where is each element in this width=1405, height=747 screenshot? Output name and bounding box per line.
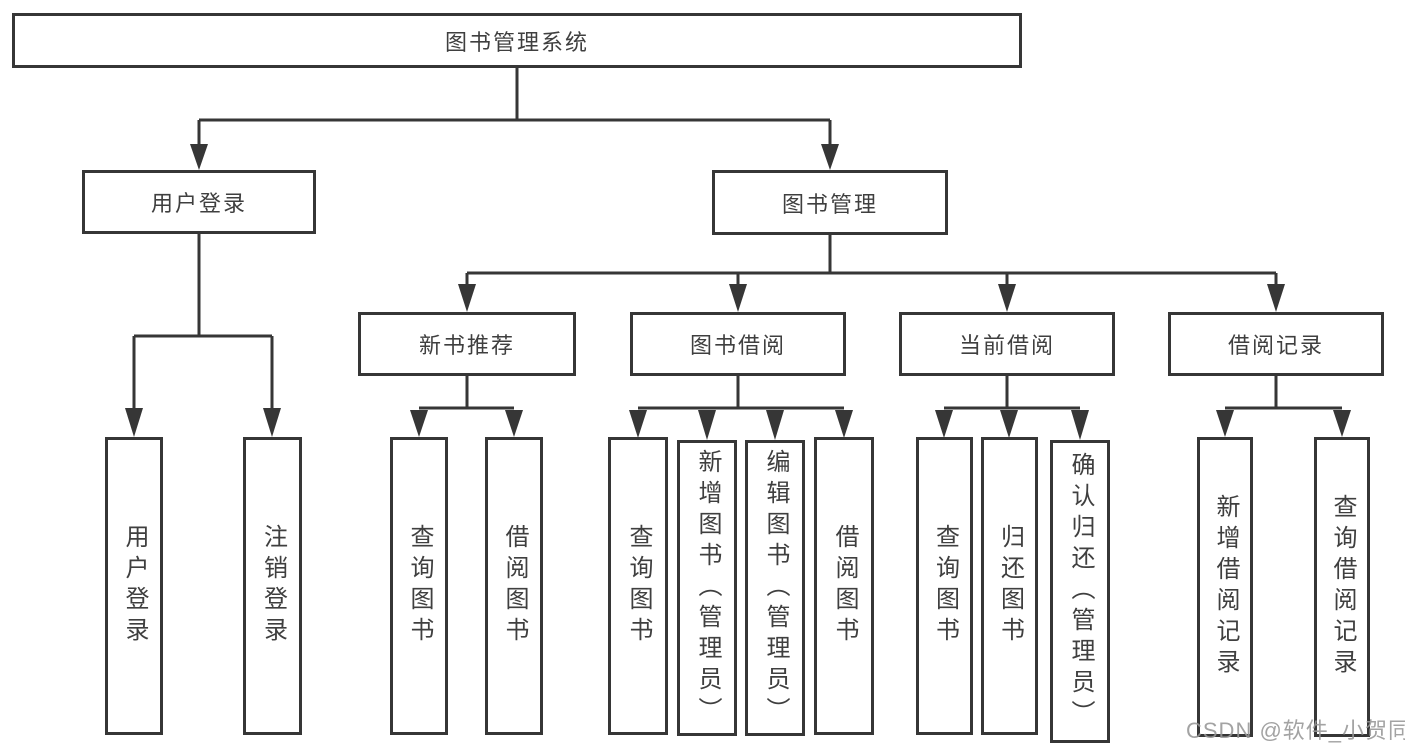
node-new-book-recommend: 新书推荐 — [358, 312, 576, 376]
node-leaf-query-book-borrow: 查询图书 — [608, 437, 668, 735]
node-book-management: 图书管理 — [712, 170, 948, 235]
node-label: 查询借阅记录 — [1329, 494, 1356, 680]
node-leaf-confirm-return-admin: 确认归还（管理员） — [1050, 440, 1110, 743]
node-leaf-add-book-admin: 新增图书（管理员） — [677, 440, 737, 736]
node-label: 查询图书 — [931, 524, 959, 648]
node-leaf-borrow-book: 借阅图书 — [814, 437, 874, 735]
node-label: 借阅图书 — [831, 524, 858, 648]
node-user-login: 用户登录 — [82, 170, 316, 234]
node-current-borrow: 当前借阅 — [899, 312, 1115, 376]
node-label: 查询图书 — [406, 524, 433, 648]
node-leaf-user-login: 用户登录 — [105, 437, 163, 735]
node-book-borrow: 图书借阅 — [630, 312, 846, 376]
node-label: 归还图书 — [996, 524, 1024, 648]
node-leaf-logout-login: 注销登录 — [243, 437, 302, 735]
node-label: 借阅图书 — [501, 524, 528, 648]
node-label: 确认归还（管理员） — [1067, 452, 1094, 731]
node-label: 图书管理 — [781, 191, 878, 217]
node-label: 用户登录 — [150, 191, 247, 216]
node-label: 图书借阅 — [689, 333, 786, 358]
node-borrow-record: 借阅记录 — [1168, 312, 1384, 376]
node-leaf-query-borrow-record: 查询借阅记录 — [1314, 437, 1370, 737]
node-leaf-query-book-recommend: 查询图书 — [390, 437, 448, 735]
node-leaf-query-book-current: 查询图书 — [916, 437, 973, 735]
node-label: 借阅记录 — [1227, 333, 1324, 358]
node-label: 注销登录 — [259, 524, 287, 648]
node-label: 查询图书 — [625, 524, 652, 648]
node-leaf-edit-book-admin: 编辑图书（管理员） — [745, 440, 805, 736]
node-label: 图书管理系统 — [444, 29, 589, 55]
node-label: 新增借阅记录 — [1212, 494, 1239, 680]
node-label: 新书推荐 — [418, 333, 515, 358]
node-leaf-borrow-book-recommend: 借阅图书 — [485, 437, 543, 735]
node-leaf-add-borrow-record: 新增借阅记录 — [1197, 437, 1253, 737]
node-library-system: 图书管理系统 — [12, 13, 1022, 68]
node-label: 当前借阅 — [958, 333, 1055, 358]
watermark: CSDN @软件_小贺同学 — [1186, 718, 1405, 743]
node-label: 编辑图书（管理员） — [762, 448, 789, 728]
node-label: 用户登录 — [121, 524, 148, 648]
node-leaf-return-book: 归还图书 — [981, 437, 1038, 735]
node-label: 新增图书（管理员） — [694, 448, 721, 728]
